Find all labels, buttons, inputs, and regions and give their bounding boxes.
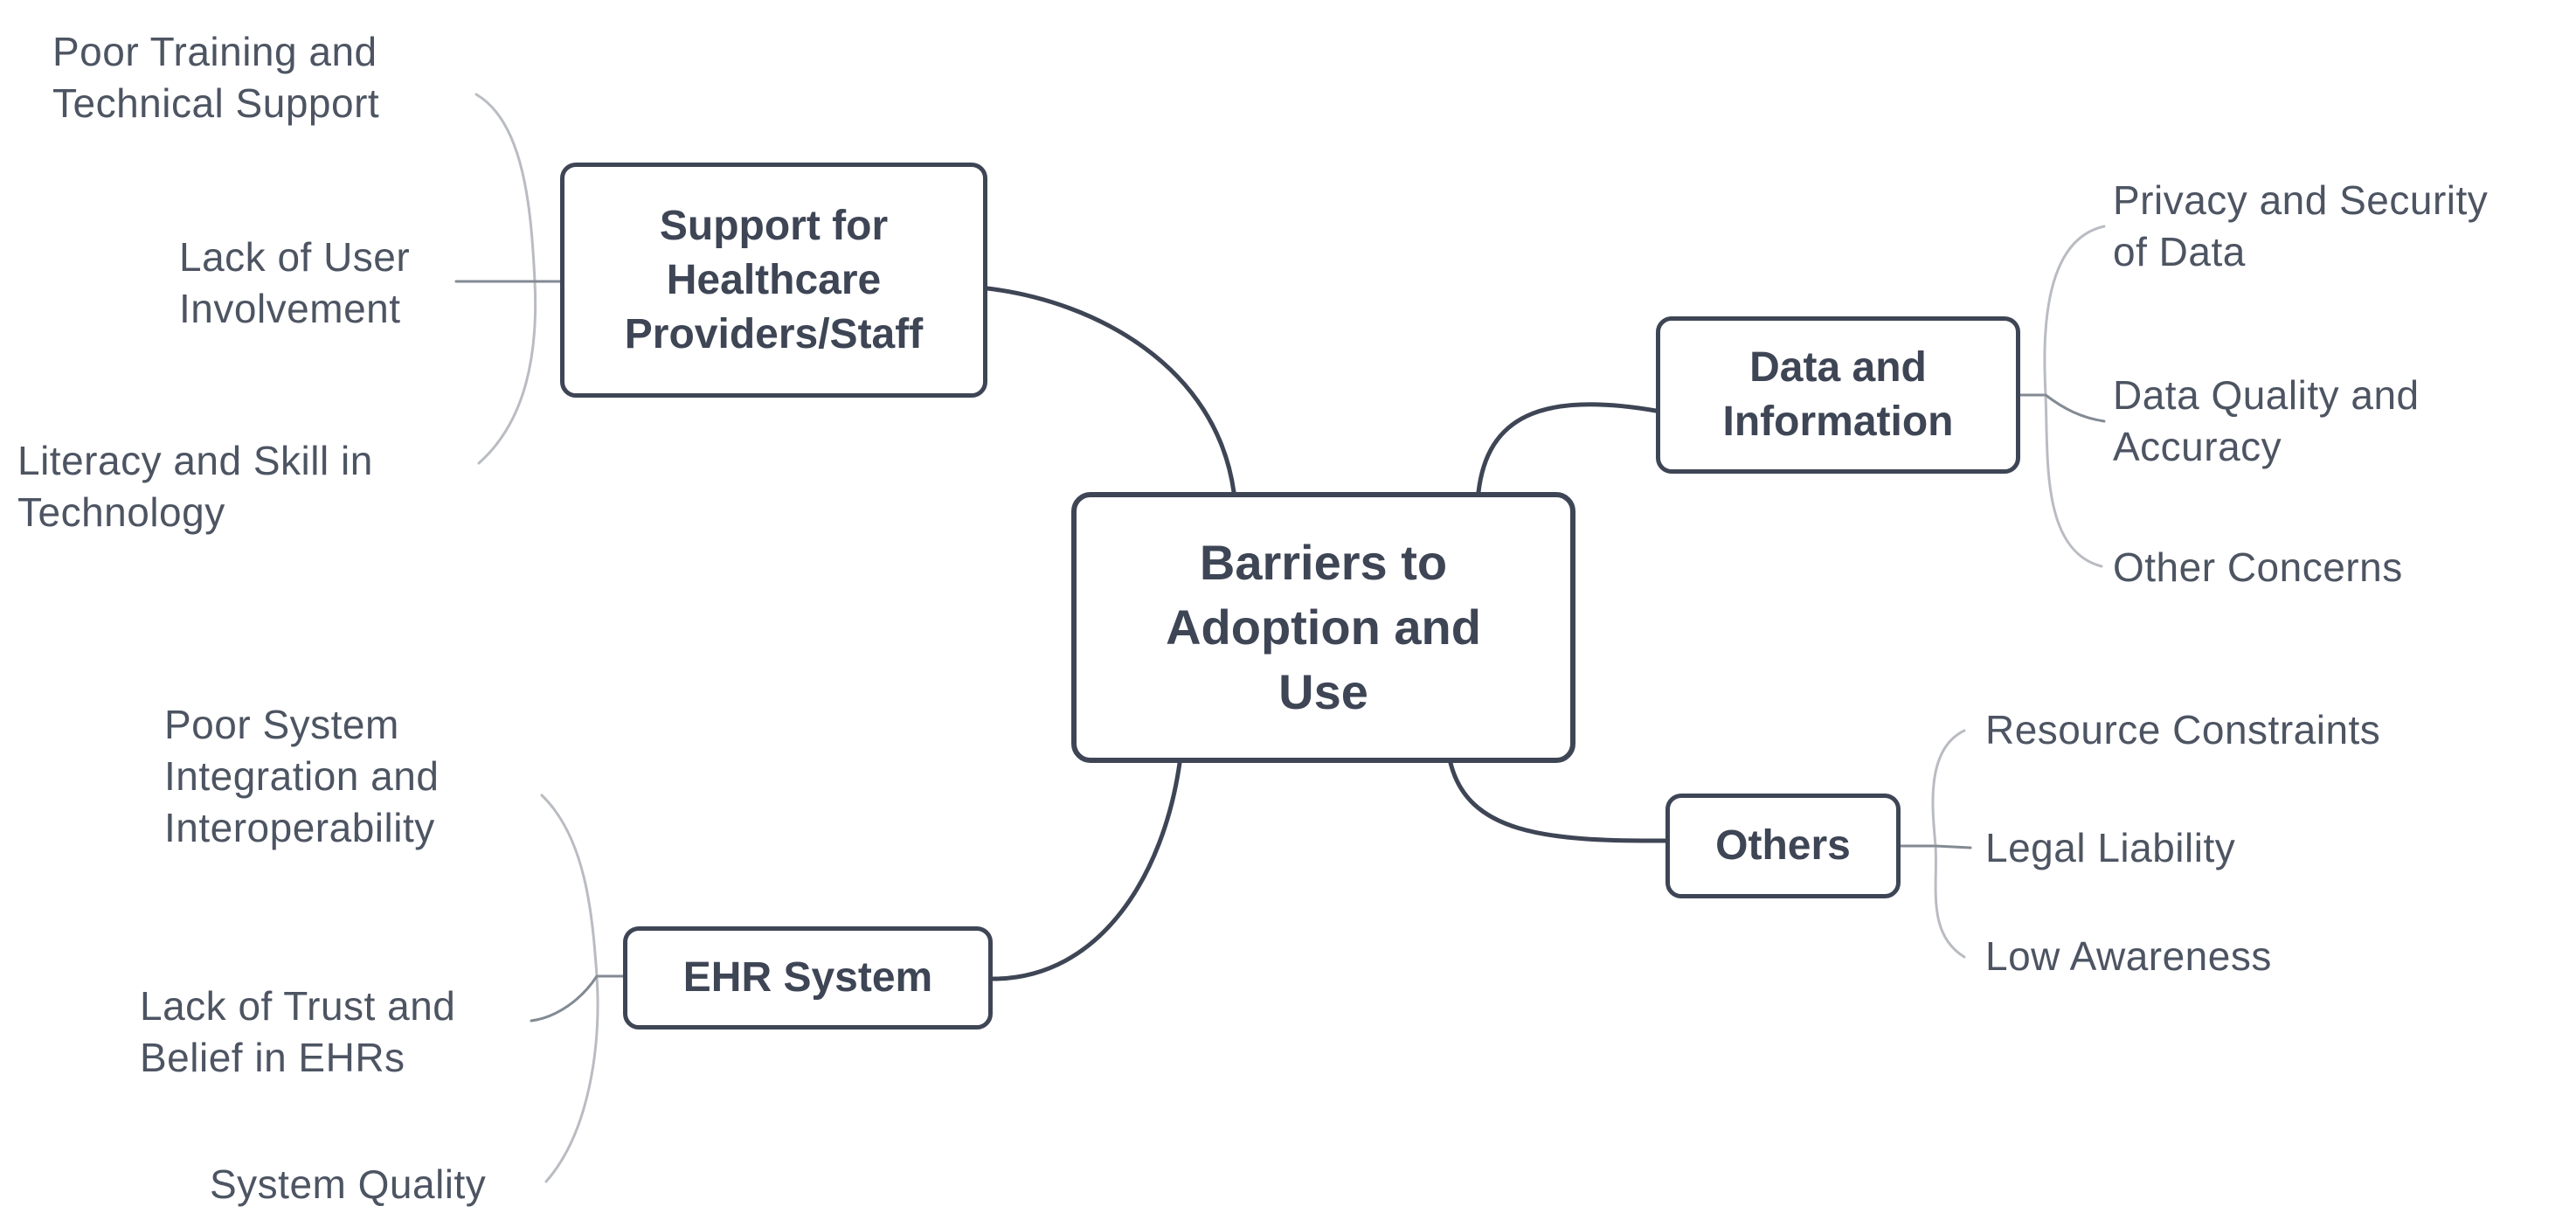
- branch-curve-root-others: [1448, 760, 1668, 843]
- node-data-label: Data and Information: [1722, 344, 1954, 445]
- node-root-label: Barriers to Adoption and Use: [1166, 535, 1481, 719]
- node-data: Data and Information: [1656, 316, 2020, 474]
- branch-curve-root-ehr: [990, 760, 1182, 981]
- leaf-poor-training: Poor Training and Technical Support: [52, 29, 380, 126]
- node-support: Support for Healthcare Providers/Staff: [560, 163, 987, 398]
- leaf-connector-lack-of-trust: [530, 974, 599, 1022]
- leaf-connector-data-quality: [2044, 393, 2106, 423]
- node-others-label: Others: [1715, 822, 1851, 869]
- leaf-poor-system-integration: Poor System Integration and Interoperabi…: [164, 702, 440, 850]
- leaf-bracket-data: [2043, 225, 2106, 568]
- leaf-system-quality: System Quality: [210, 1161, 487, 1207]
- leaf-low-awareness: Low Awareness: [1985, 933, 2272, 979]
- node-support-label: Support for Healthcare Providers/Staff: [624, 202, 924, 357]
- leaf-legal-liability: Legal Liability: [1985, 825, 2236, 870]
- leaf-literacy-and-skill: Literacy and Skill in Technology: [17, 438, 373, 535]
- node-ehr-label: EHR System: [682, 954, 933, 1001]
- leaf-data-quality: Data Quality and Accuracy: [2113, 372, 2420, 469]
- leaf-other-concerns: Other Concerns: [2113, 544, 2403, 590]
- branch-curve-support-root: [985, 286, 1236, 495]
- leaf-bracket-ehr: [540, 794, 599, 1183]
- leaf-lack-of-trust: Lack of Trust and Belief in EHRs: [140, 983, 456, 1080]
- leaf-bracket-others: [1931, 729, 1966, 959]
- branch-curve-root-data: [1476, 402, 1658, 495]
- leaf-privacy-security: Privacy and Security of Data: [2113, 177, 2489, 274]
- node-ehr: EHR System: [623, 926, 993, 1029]
- leaf-bracket-support: [474, 93, 537, 465]
- node-others: Others: [1665, 794, 1901, 898]
- node-root: Barriers to Adoption and Use: [1071, 492, 1575, 763]
- leaf-resource-constraints: Resource Constraints: [1985, 707, 2381, 752]
- leaf-lack-of-user-involvement: Lack of User Involvement: [179, 234, 411, 331]
- leaf-connector-legal-liability: [1934, 844, 1972, 849]
